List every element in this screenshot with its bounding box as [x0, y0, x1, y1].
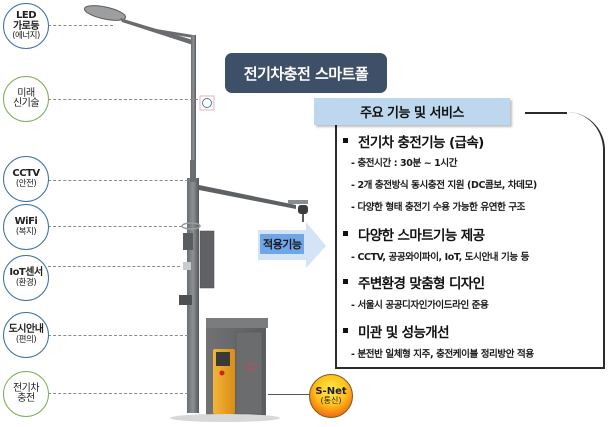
leader-line-ev	[48, 393, 188, 394]
feature-item: - 분전반 일체형 지주, 충전케이블 정리방안 적용	[351, 349, 534, 360]
panel-top-border	[525, 112, 567, 114]
bullet-icon	[343, 231, 348, 236]
label-future-tech: 미래 신기술	[3, 76, 49, 122]
leader-line-cctv	[48, 180, 188, 181]
applied-functions-label: 적용기능	[260, 234, 305, 254]
diagram-title: 전기차충전 스마트폴	[225, 53, 387, 93]
feature-item: - CCTV, 공공와이파이, IoT, 도시안내 기능 등	[351, 252, 529, 263]
snet-badge: S-Net (통신)	[309, 374, 353, 418]
feature-smart-functions: 다양한 스마트기능 제공	[343, 224, 485, 244]
leader-line-guide	[48, 335, 188, 336]
label-ev-charging: 전기차 충전	[3, 371, 49, 417]
feature-custom-design: 주변환경 맞춤형 디자인	[343, 272, 485, 292]
label-iot-sensor: IoT센서 (환경)	[3, 255, 49, 301]
leader-line-iot	[48, 266, 180, 267]
label-cctv: CCTV (안전)	[3, 156, 49, 202]
feature-item: - 2개 충전방식 동시충전 지원 (DC콤보, 차데모)	[351, 180, 537, 191]
feature-item: - 서울시 공공디자인가이드라인 준용	[351, 300, 489, 311]
panel-header: 주요 기능 및 서비스	[314, 98, 510, 125]
snet-connector	[268, 394, 309, 395]
leader-line-wifi	[48, 226, 182, 227]
feature-ev-charging: 전기차 충전기능 (급속)	[343, 131, 484, 151]
bullet-icon	[343, 138, 348, 143]
bullet-icon	[343, 328, 348, 333]
features-panel	[335, 112, 605, 369]
feature-item: - 충전시간 : 30분 ~ 1시간	[351, 158, 458, 169]
leader-line-future	[48, 99, 198, 100]
led-lamp-head	[83, 5, 127, 21]
label-city-guide: 도시안내 (편의)	[3, 312, 49, 358]
feature-item: - 다양한 형태 충전기 수용 가능한 유연한 구조	[351, 202, 526, 213]
bullet-icon	[343, 279, 348, 284]
label-led-streetlight: LED 가로등 (에너지)	[3, 3, 49, 49]
label-wifi: WiFi (복지)	[3, 204, 49, 250]
feature-aesthetics: 미관 및 성능개선	[343, 321, 450, 341]
leader-line-led	[48, 25, 113, 26]
